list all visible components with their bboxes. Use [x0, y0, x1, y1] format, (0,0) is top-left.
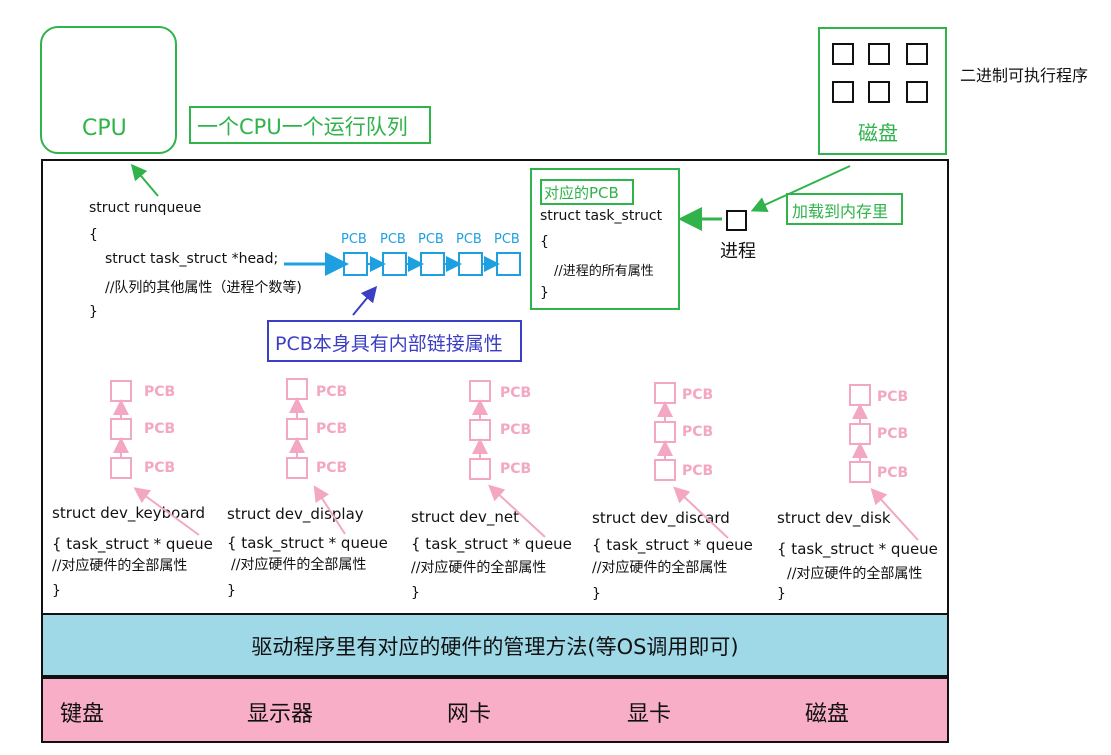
- device-pcb-label: PCB: [877, 426, 909, 442]
- device-queue: { task_struct * queue: [592, 536, 753, 554]
- device-close: }: [777, 586, 786, 602]
- device-pcb-node: [110, 380, 132, 402]
- runqueue-line1: struct runqueue: [89, 200, 202, 216]
- device-pcb-node: [286, 457, 308, 479]
- runqueue-note-text: 一个CPU一个运行队列: [197, 115, 408, 139]
- process-icon: [726, 210, 747, 231]
- device-pcb-node: [469, 419, 491, 441]
- pcb-node: [343, 252, 368, 276]
- device-pcb-node: [654, 382, 676, 404]
- pcb-chain-label: PCB: [341, 232, 367, 247]
- hardware-layer: [41, 677, 949, 743]
- device-close: }: [52, 583, 61, 599]
- pcb-node: [496, 252, 521, 276]
- device-name: struct dev_net: [411, 508, 520, 526]
- file-icon: [832, 81, 854, 103]
- pcb-chain-label: PCB: [418, 232, 444, 247]
- hardware-network-card: 网卡: [447, 702, 492, 727]
- device-pcb-label: PCB: [500, 422, 532, 438]
- device-pcb-node: [286, 418, 308, 440]
- pcb-chain-label: PCB: [380, 232, 406, 247]
- device-pcb-node: [849, 384, 871, 406]
- pcb-chain-label: PCB: [456, 232, 482, 247]
- runqueue-line5: }: [89, 304, 98, 320]
- device-pcb-node: [849, 461, 871, 483]
- device-close: }: [592, 586, 601, 602]
- pcb-link-note-text: PCB本身具有内部链接属性: [275, 333, 503, 355]
- pcb-node: [420, 252, 445, 276]
- device-pcb-label: PCB: [500, 385, 532, 401]
- task-struct-title-box: 对应的PCB: [540, 179, 634, 205]
- device-pcb-label: PCB: [144, 460, 176, 476]
- disk-box: 磁盘: [818, 27, 947, 155]
- device-name: struct dev_discard: [592, 509, 730, 527]
- device-comment: //对应硬件的全部属性: [411, 560, 547, 576]
- task-struct-line2: {: [540, 234, 549, 250]
- task-struct-line3: //进程的所有属性: [554, 264, 654, 279]
- file-icon: [906, 81, 928, 103]
- runqueue-note: 一个CPU一个运行队列: [189, 106, 431, 144]
- device-close: }: [411, 585, 420, 601]
- runqueue-line3: struct task_struct *head;: [105, 251, 279, 267]
- device-pcb-node: [286, 378, 308, 400]
- device-name: struct dev_keyboard: [52, 504, 205, 522]
- driver-layer: 驱动程序里有对应的硬件的管理方法(等OS调用即可): [41, 613, 949, 677]
- device-pcb-node: [110, 418, 132, 440]
- device-pcb-label: PCB: [316, 384, 348, 400]
- process-label: 进程: [720, 241, 756, 262]
- hardware-keyboard: 键盘: [60, 702, 105, 727]
- file-icon: [868, 81, 890, 103]
- task-struct-box: 对应的PCB struct task_struct { //进程的所有属性 }: [530, 168, 680, 310]
- device-pcb-label: PCB: [682, 424, 714, 440]
- pcb-node: [382, 252, 407, 276]
- file-icon: [906, 43, 928, 65]
- device-name: struct dev_disk: [777, 509, 891, 527]
- hardware-disk: 磁盘: [805, 702, 850, 727]
- disk-note: 二进制可执行程序: [960, 66, 1089, 85]
- device-pcb-label: PCB: [682, 463, 714, 479]
- device-pcb-label: PCB: [682, 387, 714, 403]
- device-close: }: [227, 583, 236, 599]
- device-name: struct dev_display: [227, 505, 364, 523]
- device-pcb-label: PCB: [316, 421, 348, 437]
- device-pcb-label: PCB: [144, 384, 176, 400]
- device-comment: //对应硬件的全部属性: [52, 558, 188, 574]
- runqueue-line4: //队列的其他属性（进程个数等): [105, 280, 302, 296]
- file-icon: [832, 43, 854, 65]
- device-queue: { task_struct * queue: [227, 534, 388, 552]
- device-pcb-node: [654, 459, 676, 481]
- cpu-label: CPU: [82, 116, 127, 141]
- pcb-link-note: PCB本身具有内部链接属性: [267, 320, 522, 362]
- device-comment: //对应硬件的全部属性: [787, 566, 923, 582]
- disk-label: 磁盘: [858, 121, 898, 145]
- device-pcb-node: [110, 457, 132, 479]
- device-pcb-label: PCB: [500, 461, 532, 477]
- runqueue-line2: {: [89, 227, 98, 243]
- pcb-chain-label: PCB: [494, 232, 520, 247]
- file-icon: [868, 43, 890, 65]
- device-comment: //对应硬件的全部属性: [592, 560, 728, 576]
- task-struct-line4: }: [540, 285, 549, 301]
- device-pcb-label: PCB: [877, 465, 909, 481]
- device-pcb-label: PCB: [877, 389, 909, 405]
- hardware-graphics-card: 显卡: [627, 702, 672, 727]
- cpu-box: CPU: [40, 26, 177, 154]
- device-pcb-node: [849, 423, 871, 445]
- device-queue: { task_struct * queue: [411, 535, 572, 553]
- pcb-node: [458, 252, 483, 276]
- device-pcb-node: [654, 421, 676, 443]
- device-comment: //对应硬件的全部属性: [231, 557, 367, 573]
- load-note: 加载到内存里: [786, 193, 903, 225]
- device-queue: { task_struct * queue: [52, 535, 213, 553]
- device-pcb-label: PCB: [144, 421, 176, 437]
- hardware-display: 显示器: [247, 702, 314, 727]
- device-pcb-node: [469, 380, 491, 402]
- device-pcb-label: PCB: [316, 460, 348, 476]
- device-pcb-node: [469, 458, 491, 480]
- task-struct-line1: struct task_struct: [540, 208, 663, 224]
- load-note-text: 加载到内存里: [792, 202, 889, 221]
- driver-layer-text: 驱动程序里有对应的硬件的管理方法(等OS调用即可): [251, 635, 739, 659]
- device-queue: { task_struct * queue: [777, 540, 938, 558]
- task-struct-title: 对应的PCB: [544, 184, 619, 202]
